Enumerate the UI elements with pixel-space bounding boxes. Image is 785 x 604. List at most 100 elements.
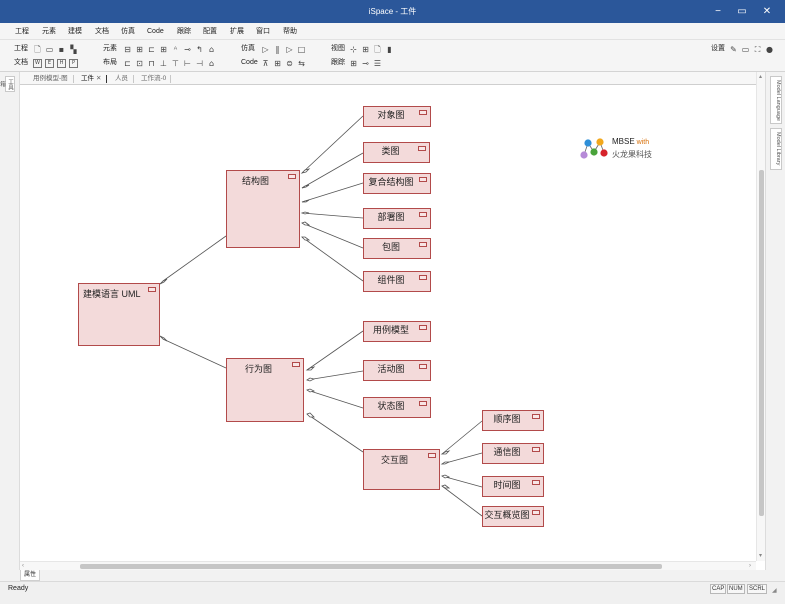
node-structure-diagram[interactable]: 结构图 bbox=[226, 170, 300, 248]
menu-code[interactable]: Code bbox=[147, 28, 164, 35]
window-icon[interactable]: ▭ bbox=[741, 45, 750, 54]
scroll-right-icon[interactable]: › bbox=[749, 563, 751, 569]
maximize-button[interactable]: ▭ bbox=[737, 6, 747, 17]
view-tree-icon[interactable]: ⊹ bbox=[350, 45, 357, 54]
resize-grip-icon[interactable]: ◢ bbox=[772, 588, 777, 594]
node-behavior-diagram[interactable]: 行为图 bbox=[226, 358, 304, 422]
trace-matrix-icon[interactable]: ⊞ bbox=[350, 59, 357, 68]
element-add-icon[interactable]: ⊟ bbox=[124, 45, 131, 54]
window-title: iSpace - 工件 bbox=[368, 7, 417, 16]
auto-layout-icon[interactable]: ⌂ bbox=[208, 59, 215, 68]
trace-link-icon[interactable]: ⊸ bbox=[362, 59, 369, 68]
new-icon[interactable]: 🗋 bbox=[34, 45, 41, 54]
run-icon[interactable]: ▷ bbox=[262, 45, 269, 54]
element-icon bbox=[292, 362, 300, 367]
align-middle-icon[interactable]: ⊤ bbox=[172, 59, 179, 68]
menu-config[interactable]: 配置 bbox=[203, 28, 217, 35]
node-state-diagram[interactable]: 状态图 bbox=[363, 397, 431, 418]
vertical-scrollbar[interactable]: ▴ ▾ bbox=[756, 72, 765, 561]
view-grid-icon[interactable]: ⊞ bbox=[362, 45, 369, 54]
code-db-icon[interactable]: ⊜ bbox=[286, 59, 293, 68]
node-communication-diagram[interactable]: 通信图 bbox=[482, 443, 544, 464]
view-chart-icon[interactable]: ▮ bbox=[387, 45, 392, 54]
step-icon[interactable]: ▷ bbox=[286, 45, 293, 54]
distribute-h-icon[interactable]: ⊢ bbox=[184, 59, 191, 68]
wrench-icon[interactable]: ✎ bbox=[730, 45, 737, 54]
element-tree-icon[interactable]: ⊏ bbox=[148, 45, 155, 54]
diagram-canvas[interactable]: 建模语言 UML 结构图 行为图 交互图 对象图 类图 复合结构图 部署图 包图… bbox=[20, 85, 756, 561]
save-all-icon[interactable]: ▚ bbox=[70, 45, 77, 54]
doc-pdf-icon[interactable]: P bbox=[69, 59, 78, 68]
menu-trace[interactable]: 跟踪 bbox=[177, 28, 191, 35]
node-interaction-diagram[interactable]: 交互图 bbox=[363, 449, 440, 490]
tab-workflow[interactable]: 工作流-0 bbox=[141, 75, 167, 82]
node-component-diagram[interactable]: 组件图 bbox=[363, 271, 431, 292]
doc-html-icon[interactable]: H bbox=[57, 59, 66, 68]
menu-document[interactable]: 文档 bbox=[95, 28, 109, 35]
node-sequence-diagram[interactable]: 顺序图 bbox=[482, 410, 544, 431]
diagram-connectors bbox=[159, 115, 483, 517]
doc-word-icon[interactable]: W bbox=[33, 59, 42, 68]
align-left-icon[interactable]: ⊏ bbox=[124, 59, 131, 68]
menu-project[interactable]: 工程 bbox=[15, 28, 29, 35]
node-class-diagram[interactable]: 类图 bbox=[363, 142, 430, 163]
tab-separator bbox=[133, 75, 134, 83]
element-path-icon[interactable]: ↰ bbox=[196, 45, 203, 54]
menu-help[interactable]: 帮助 bbox=[283, 28, 297, 35]
close-button[interactable]: ✕ bbox=[762, 6, 772, 17]
node-label: 时间图 bbox=[493, 480, 521, 490]
horizontal-scrollbar[interactable]: ‹ › bbox=[20, 561, 756, 570]
node-object-diagram[interactable]: 对象图 bbox=[363, 106, 431, 127]
node-root-uml[interactable]: 建模语言 UML bbox=[78, 283, 160, 346]
element-text-icon[interactable]: ᴬ bbox=[173, 45, 178, 54]
node-composite-structure-diagram[interactable]: 复合结构图 bbox=[363, 173, 431, 194]
distribute-v-icon[interactable]: ⊣ bbox=[196, 59, 203, 68]
scroll-up-icon[interactable]: ▴ bbox=[759, 74, 763, 80]
open-icon[interactable]: ▭ bbox=[45, 45, 54, 54]
node-activity-diagram[interactable]: 活动图 bbox=[363, 360, 431, 381]
menu-modeling[interactable]: 建模 bbox=[68, 28, 82, 35]
node-interaction-overview-diagram[interactable]: 交互概览图 bbox=[482, 506, 544, 527]
code-gen-icon[interactable]: ⊼ bbox=[262, 59, 269, 68]
element-grid-icon[interactable]: ⊞ bbox=[160, 45, 167, 54]
node-usecase-model[interactable]: 用例模型 bbox=[363, 321, 431, 342]
element-edit-icon[interactable]: ⊞ bbox=[136, 45, 143, 54]
pause-icon[interactable]: ‖ bbox=[275, 45, 280, 54]
tab-close-icon[interactable]: ✕ bbox=[96, 75, 102, 82]
fullscreen-icon[interactable]: ⛶ bbox=[754, 45, 761, 54]
element-link-icon[interactable]: ⊸ bbox=[184, 45, 191, 54]
toolbar-settings-label[interactable]: 设置 bbox=[711, 45, 725, 52]
horizontal-scroll-thumb[interactable] bbox=[80, 564, 662, 569]
scroll-down-icon[interactable]: ▾ bbox=[759, 553, 763, 559]
align-bottom-icon[interactable]: ⊥ bbox=[160, 59, 167, 68]
menu-extend[interactable]: 扩展 bbox=[230, 28, 244, 35]
trace-list-icon[interactable]: ☰ bbox=[373, 59, 382, 68]
menu-simulation[interactable]: 仿真 bbox=[121, 28, 135, 35]
save-icon[interactable]: ▪ bbox=[58, 45, 65, 54]
code-table-icon[interactable]: ⊞ bbox=[274, 59, 281, 68]
align-center-icon[interactable]: ⊡ bbox=[136, 59, 143, 68]
node-package-diagram[interactable]: 包图 bbox=[363, 238, 431, 259]
tab-usecase-model[interactable]: 用例模型-图 bbox=[33, 75, 68, 82]
view-doc-icon[interactable]: 🗋 bbox=[374, 45, 381, 54]
node-timing-diagram[interactable]: 时间图 bbox=[482, 476, 544, 497]
menu-element[interactable]: 元素 bbox=[42, 28, 56, 35]
tab-people[interactable]: 人员 bbox=[115, 75, 128, 82]
stop-icon[interactable]: □ bbox=[297, 45, 306, 54]
toolbox-tab[interactable]: 工具箱 bbox=[0, 76, 15, 92]
model-library-tab[interactable]: Model Library bbox=[770, 128, 782, 170]
minimize-button[interactable]: − bbox=[715, 6, 721, 17]
tab-properties[interactable]: 属性 bbox=[20, 570, 41, 581]
align-top-icon[interactable]: ⊓ bbox=[148, 59, 155, 68]
menu-window[interactable]: 窗口 bbox=[256, 28, 270, 35]
node-label: 通信图 bbox=[493, 447, 521, 457]
code-sync-icon[interactable]: ⇆ bbox=[298, 59, 305, 68]
model-language-tab[interactable]: Model Language bbox=[770, 76, 782, 124]
scroll-left-icon[interactable]: ‹ bbox=[22, 563, 24, 569]
user-icon[interactable]: ● bbox=[766, 45, 773, 54]
vertical-scroll-thumb[interactable] bbox=[759, 170, 764, 516]
tab-artifact[interactable]: 工件 bbox=[81, 75, 94, 82]
doc-excel-icon[interactable]: E bbox=[45, 59, 54, 68]
node-deployment-diagram[interactable]: 部署图 bbox=[363, 208, 431, 229]
element-lock-icon[interactable]: ⌂ bbox=[208, 45, 215, 54]
